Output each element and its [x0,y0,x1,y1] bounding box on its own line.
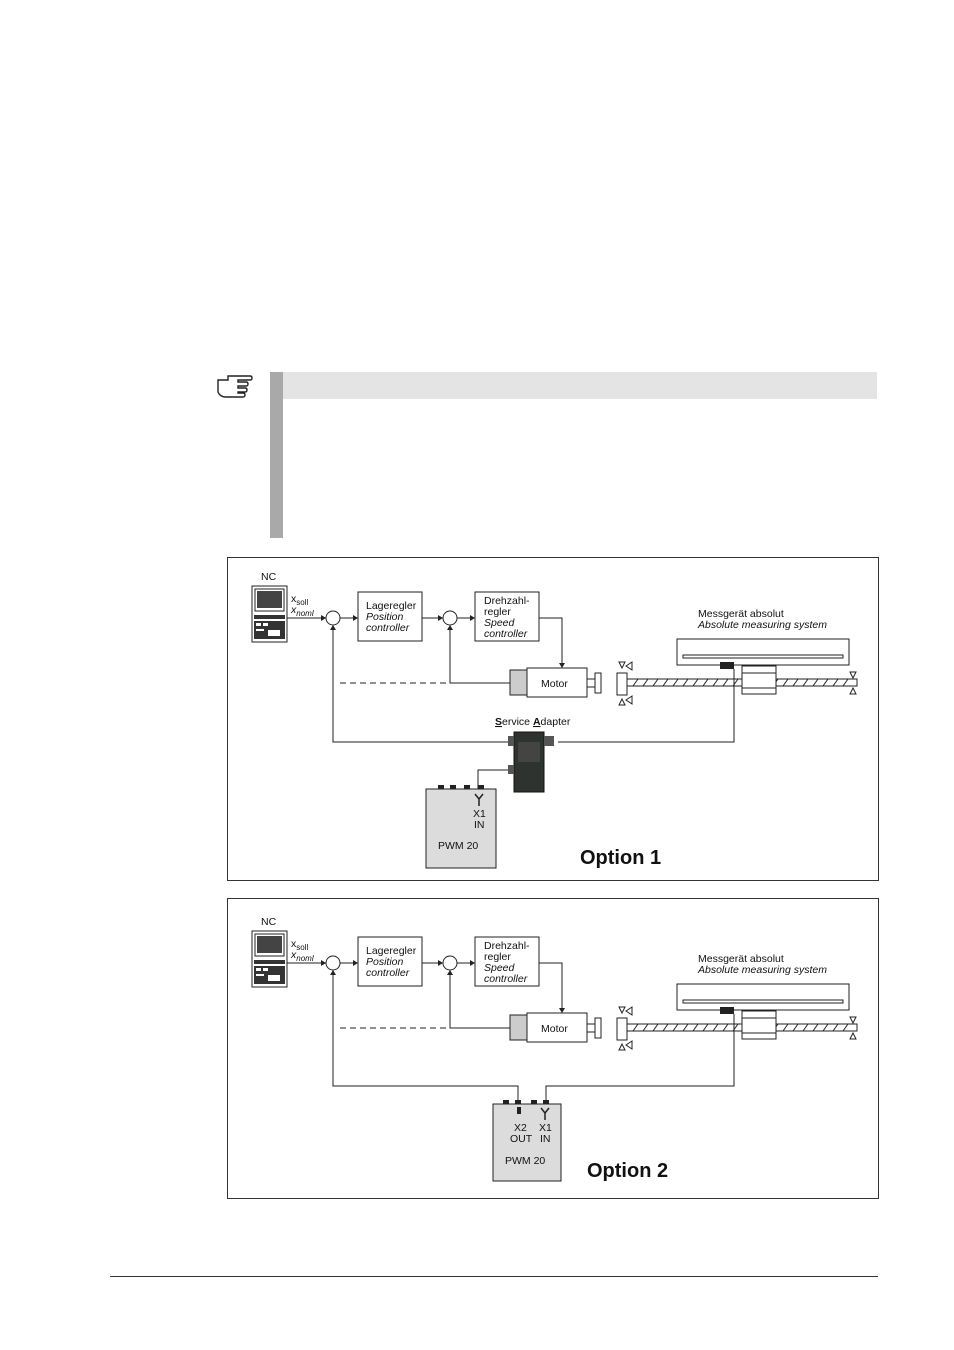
drehzahl-label: Drehzahl- [484,940,530,952]
summing-junction-2 [442,955,458,971]
summing-junction-1 [325,610,341,626]
speed-label: Speed [484,962,516,974]
regler-label: regler [484,606,511,618]
scale-housing [676,983,850,1011]
pwm20-device [492,1103,562,1182]
in-label: IN [474,819,485,831]
service-adapter-label: Service Adapter [495,716,571,728]
messgeraet-label: Messgerät absolut [698,608,784,620]
position-label: Position [366,956,404,968]
option-2-title: Option 2 [587,1160,668,1182]
summing-junction-1 [325,955,341,971]
x1-label: X1 [473,808,486,820]
x2-label: X2 [514,1122,527,1134]
note-side-bar [270,372,283,538]
diagram-option-2: NC xsoll xnoml Lageregler Position contr… [227,898,879,1199]
speed-controller-box [474,591,540,642]
in-label: IN [540,1133,551,1145]
service-adapter-device [508,731,554,793]
pwm20-device [425,788,497,869]
speed-label: Speed [484,617,516,629]
motor-label: Motor [541,678,568,690]
speed-controller-label: controller [484,973,528,985]
pwm20-label: PWM 20 [505,1155,545,1167]
x1-label: X1 [539,1122,552,1134]
motor-label: Motor [541,1023,568,1035]
antenna-connector-icon [474,793,484,806]
pwm20-label: PWM 20 [438,840,478,852]
position-controller-box [357,936,423,987]
drehzahl-label: Drehzahl- [484,595,530,607]
scale-housing [676,638,850,666]
lageregler-label: Lageregler [366,945,417,957]
messgeraet-label: Messgerät absolut [698,953,784,965]
controller-label: controller [366,622,410,634]
absolute-measuring-label: Absolute measuring system [697,964,827,976]
position-controller-box [357,591,423,642]
out-label: OUT [510,1133,533,1145]
nc-control-icon [251,930,288,988]
nc-label: NC [261,916,277,928]
speed-controller-label: controller [484,628,528,640]
speed-controller-box [474,936,540,987]
footer-rule [110,1276,878,1277]
controller-label: controller [366,967,410,979]
position-label: Position [366,611,404,623]
nc-label: NC [261,571,277,583]
antenna-connector-icon [540,1107,550,1120]
lageregler-label: Lageregler [366,600,417,612]
option-1-title: Option 1 [580,847,661,869]
absolute-measuring-label: Absolute measuring system [697,619,827,631]
pointing-hand-icon [217,375,253,398]
diagram-option-1: NC xsoll xnoml Lageregler Position contr… [227,557,879,881]
nc-control-icon [251,585,288,643]
output-connector-icon [517,1107,521,1114]
summing-junction-2 [442,610,458,626]
motor-box [526,667,588,698]
regler-label: regler [484,951,511,963]
note-header-bar [283,372,877,399]
